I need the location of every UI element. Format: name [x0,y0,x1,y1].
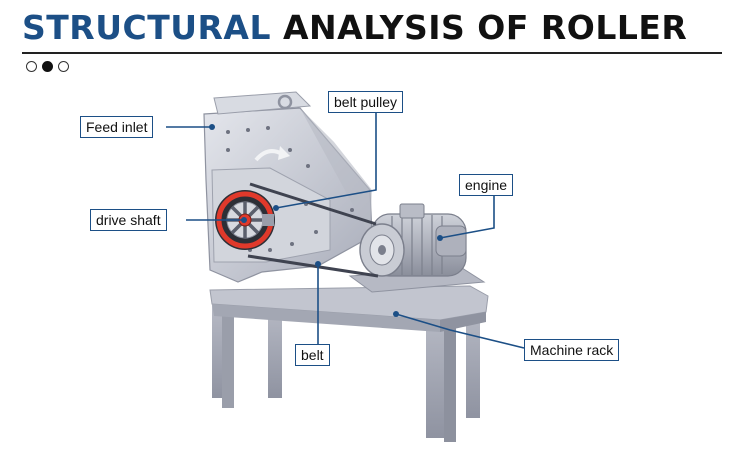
label-belt-pulley: belt pulley [328,91,403,113]
label-machine-rack: Machine rack [524,339,619,361]
label-engine: engine [459,174,513,196]
label-belt: belt [295,344,330,366]
label-drive-shaft: drive shaft [90,209,167,231]
machine-rack [210,286,488,442]
label-feed-inlet: Feed inlet [80,116,153,138]
engine-motor [360,204,466,276]
crusher-body [204,92,372,282]
